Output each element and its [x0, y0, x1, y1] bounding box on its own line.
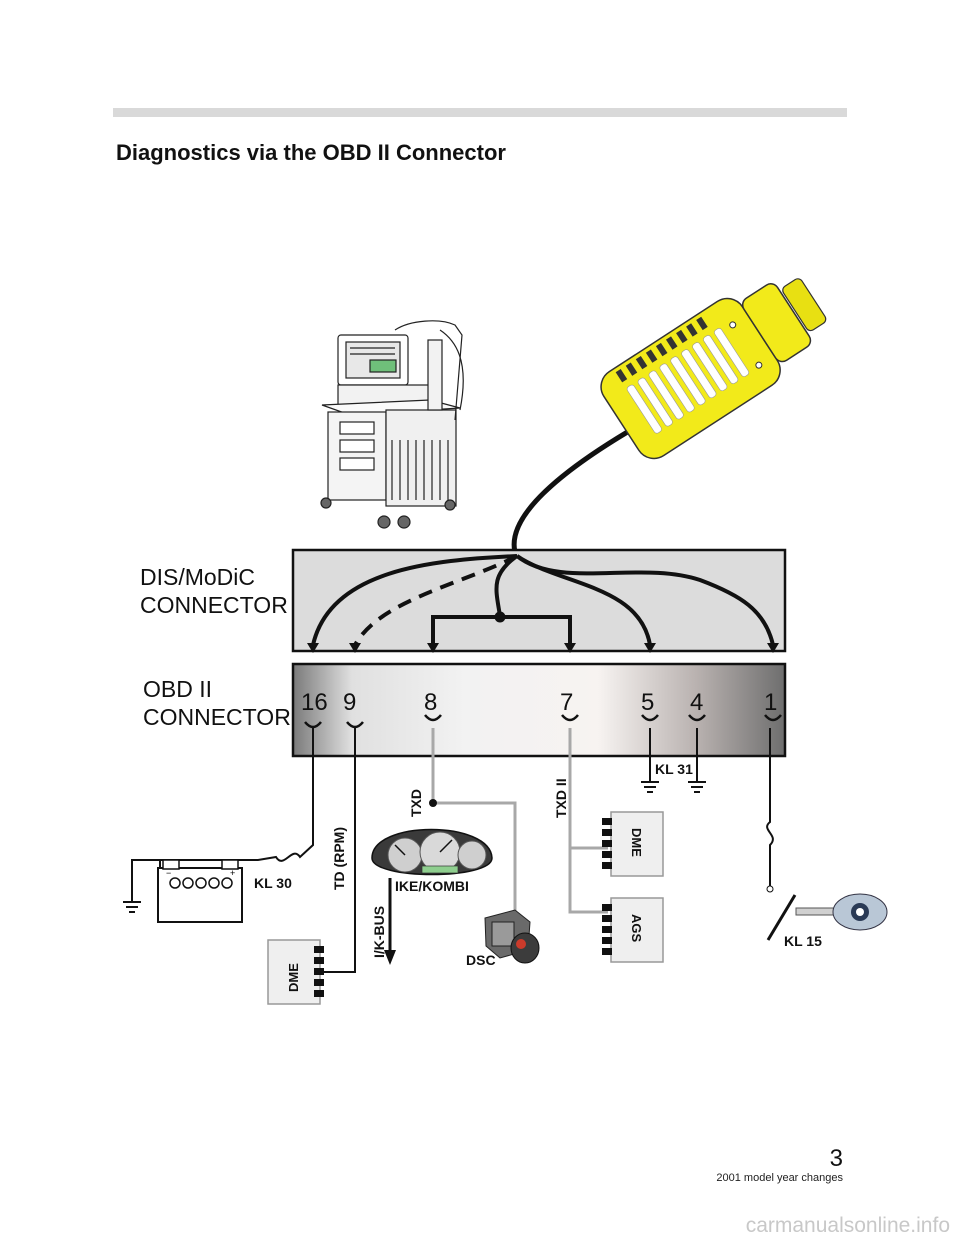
obd-connector-bar: [291, 662, 787, 758]
txd-node: [429, 799, 437, 807]
kl31-ground-icons: [641, 781, 706, 793]
ignition-key-icon: [795, 893, 888, 931]
ike-label: IKE/KOMBI: [395, 878, 469, 894]
kl15-wire: [766, 728, 774, 888]
pin-8-number: 8: [424, 689, 437, 716]
svg-text:+: +: [230, 868, 235, 878]
dis-label-line2: CONNECTOR: [140, 592, 288, 618]
dis-label-line1: DIS/MoDiC: [140, 564, 255, 590]
battery-icon: − +: [157, 859, 243, 923]
dsc-label: DSC: [466, 952, 496, 968]
battery-ground-icon: [123, 901, 141, 913]
dme-left-label: DME: [286, 963, 301, 992]
battery-ground-wire: [131, 859, 160, 902]
txd-label: TXD: [408, 789, 424, 817]
splice-dot: [494, 611, 506, 623]
dis-tester-icon: [320, 320, 464, 529]
td-wire: [320, 728, 356, 973]
ikbus-arrow: [384, 950, 396, 965]
svg-text:−: −: [166, 868, 171, 878]
kl30-label: KL 30: [254, 875, 292, 891]
txd2-label: TXD II: [553, 778, 569, 818]
ags-module: AGS: [602, 897, 664, 963]
pin-7-number: 7: [560, 689, 573, 716]
dme-right-label: DME: [629, 828, 644, 857]
dis-connector-panel: [291, 548, 787, 653]
kl30-wire: [159, 728, 314, 868]
obd-pin-sockets: [304, 714, 782, 729]
page-number: 3: [829, 1145, 843, 1172]
dis-pin-arrows: [307, 643, 779, 653]
dme-right-module: DME: [602, 811, 664, 877]
kl15-switch: [766, 894, 797, 941]
main-cable: [511, 417, 650, 560]
page-title: Diagnostics via the OBD II Connector: [116, 140, 506, 165]
ags-label: AGS: [629, 914, 644, 943]
pin-1-number: 1: [764, 689, 777, 716]
kl15-switch-contact: [766, 885, 774, 893]
watermark: carmanualsonline.info: [745, 1214, 950, 1237]
pin-16-number: 16: [301, 689, 328, 716]
ike-kombi-icon: [371, 828, 493, 876]
td-label: TD (RPM): [331, 827, 347, 890]
pin-5-number: 5: [641, 689, 654, 716]
obd-label-line1: OBD II: [143, 676, 212, 702]
dme-left-module: DME: [267, 939, 324, 1005]
pin-4-number: 4: [690, 689, 703, 716]
obd-label-line2: CONNECTOR: [143, 704, 291, 730]
txd-wire: [431, 728, 517, 915]
kl15-label: KL 15: [784, 933, 822, 949]
pin-9-number: 9: [343, 689, 356, 716]
ikbus-label: I/K-BUS: [371, 906, 387, 958]
kl31-label: KL 31: [655, 761, 693, 777]
dsc-icon: [484, 909, 540, 964]
obd-plug-icon: [600, 278, 827, 460]
txd2-wire: [568, 728, 608, 914]
footer-text: 2001 model year changes: [716, 1172, 843, 1184]
header-rule: [113, 108, 847, 117]
